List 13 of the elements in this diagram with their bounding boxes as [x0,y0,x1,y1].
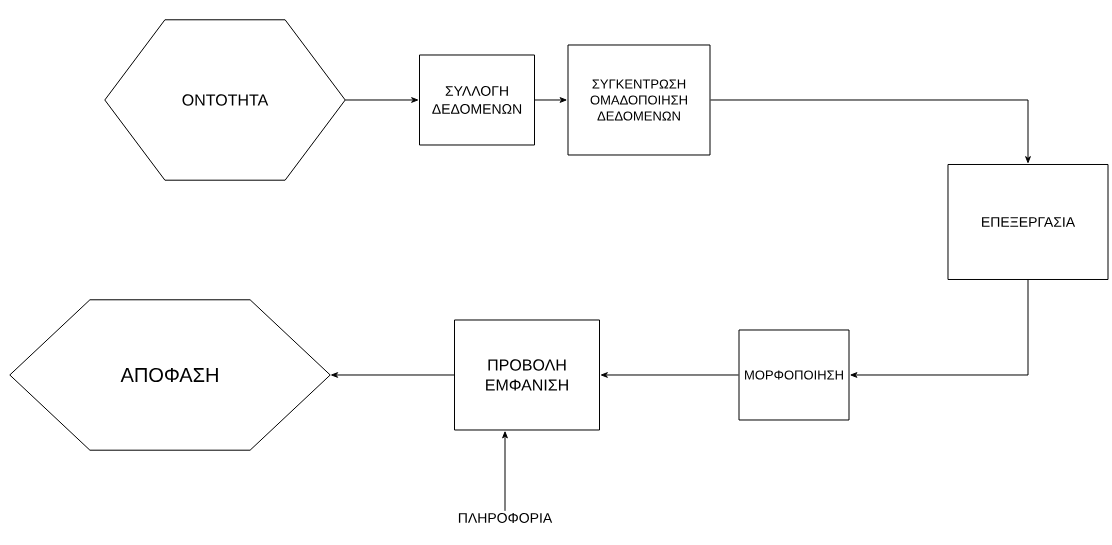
process-box: ΣΥΓΚΕΝΤΡΩΣΗ ΟΜΑΔΟΠΟΙΗΣΗ ΔΕΔΟΜΕΝΩΝ [567,44,711,156]
arrow [502,431,508,512]
process-box: ΜΟΡΦΟΠΟΙΗΣΗ [738,329,850,421]
process-box: ΠΡΟΒΟΛΗ ΕΜΦΑΝΙΣΗ [454,319,600,431]
arrow [331,372,455,378]
process-box: ΣΥΛΛΟΓΗ ΔΕΔΟΜΕΝΩΝ [419,54,535,146]
arrow [850,279,1029,378]
text-label: ΠΛΗΡΟΦΟΡΙΑ [458,513,553,523]
arrow [344,97,419,103]
arrow [534,97,567,103]
arrow [710,99,1031,164]
arrow [600,372,739,378]
process-box: ΕΠΕΞΕΡΓΑΣΙΑ [947,164,1109,280]
